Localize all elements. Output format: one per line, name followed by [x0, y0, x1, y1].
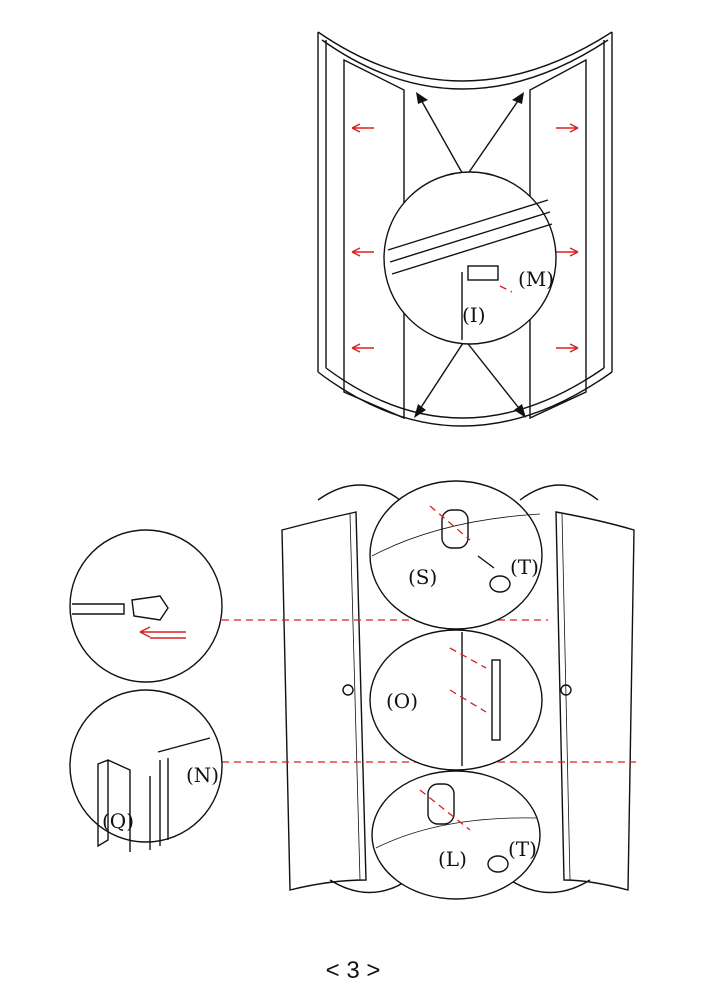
label-T-bottom: (T): [508, 837, 537, 861]
label-I: (I): [462, 303, 486, 327]
right-door-panel: [329, 484, 635, 894]
handle-detail: (O): [369, 629, 543, 771]
left-glass-panel: [343, 58, 405, 420]
right-glass-panel: [529, 58, 587, 420]
label-L: (L): [438, 847, 467, 871]
label-S: (S): [408, 565, 437, 589]
label-N: (N): [186, 763, 219, 787]
page-number: < 3 >: [326, 957, 381, 984]
left-door-panel: [281, 484, 401, 891]
seal-detail-circle: [69, 529, 223, 683]
red-slide-arrows: [351, 123, 579, 353]
hinge-detail-bottom: (L) (T): [371, 770, 541, 900]
profile-detail-circle: (Q) (N): [69, 689, 223, 852]
label-O: (O): [386, 689, 418, 713]
label-T-top: (T): [510, 555, 539, 579]
detail-circle-top: [383, 171, 557, 345]
label-M: (M): [518, 267, 554, 291]
enclosure-top-view: (M) (I): [317, 31, 613, 427]
hinge-detail-top: (S) (T): [369, 480, 543, 630]
label-Q: (Q): [102, 809, 134, 833]
bracket-I: [467, 265, 499, 281]
